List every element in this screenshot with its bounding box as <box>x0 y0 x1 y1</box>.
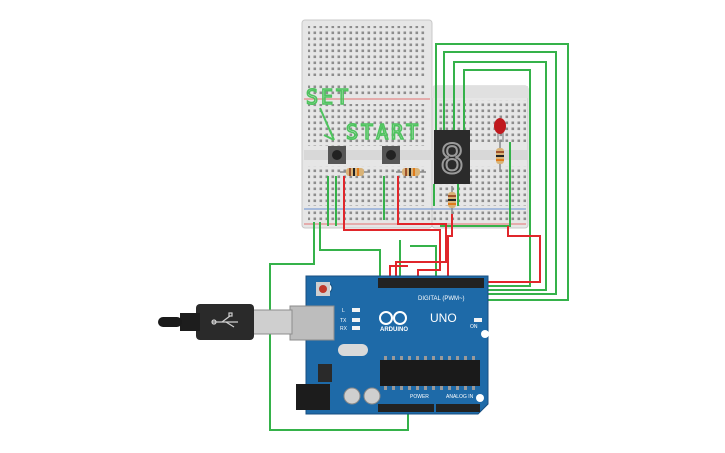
arduino-uno-board: DIGITAL (PWM~) L TX RX ON ARDUINO UNO <box>289 275 489 415</box>
resistor-2 <box>396 168 426 176</box>
button-set[interactable] <box>328 146 346 164</box>
red-led <box>494 118 506 142</box>
resistor-3 <box>448 186 456 214</box>
wires-green <box>269 43 569 431</box>
led-on-label: ON <box>470 324 478 330</box>
seven-segment-display: 8 <box>434 130 470 184</box>
display-digit: 8 <box>440 137 464 183</box>
model-label: UNO <box>430 311 457 325</box>
led-tx-label: TX <box>340 318 347 324</box>
arduino-logo-icon <box>379 311 407 325</box>
button-start[interactable] <box>382 146 400 164</box>
usb-cable-icon <box>158 304 293 340</box>
power-header-label: POWER <box>410 394 429 400</box>
digital-header-label: DIGITAL (PWM~) <box>418 296 465 302</box>
led-rx-label: RX <box>340 326 348 332</box>
led-l-label: L <box>342 308 345 314</box>
analog-header-label: ANALOG IN <box>446 394 474 400</box>
wires-red <box>343 176 541 283</box>
set-label: SET <box>306 85 351 109</box>
set-arrow <box>319 107 335 141</box>
annotation-set: SET <box>305 84 351 141</box>
brand-label: ARDUINO <box>380 327 408 333</box>
resistor-1 <box>340 168 370 176</box>
resistor-4 <box>496 140 504 172</box>
start-label: START <box>346 120 421 144</box>
